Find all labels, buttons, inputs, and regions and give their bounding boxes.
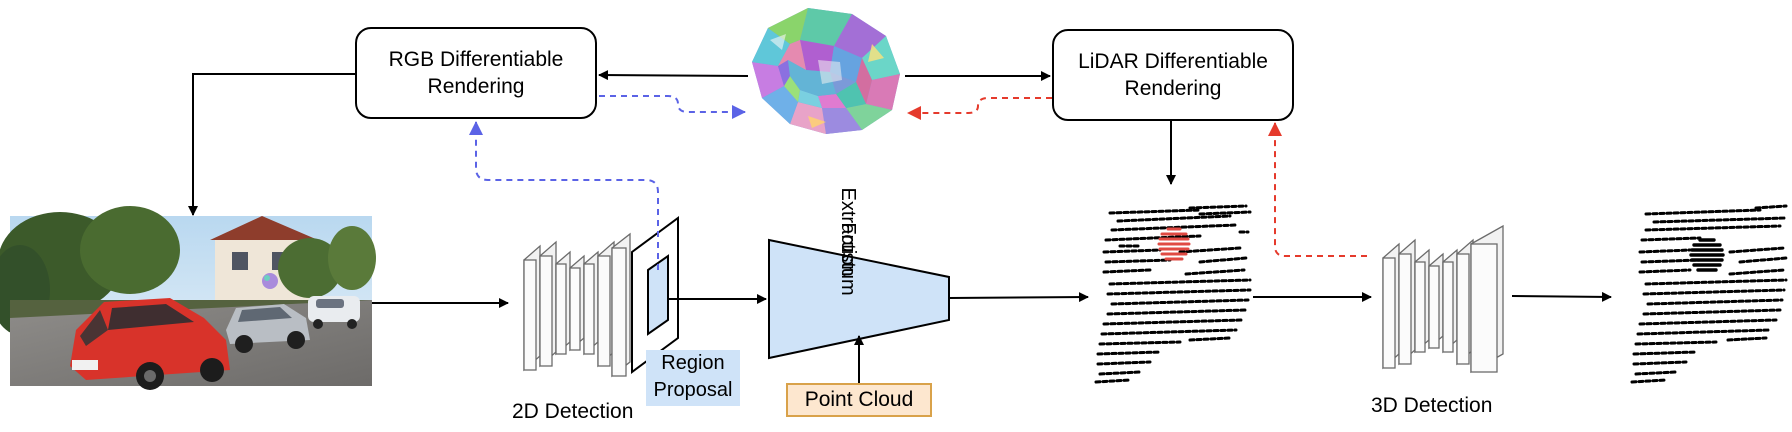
region-proposal-label: Region Proposal	[646, 350, 740, 406]
cnn-2d-icon	[523, 232, 631, 378]
arrow-3d-detector-to-output	[1511, 291, 1612, 302]
arrow-mesh-to-rgb	[598, 70, 749, 81]
gradient-arrow-lidar-to-mesh	[907, 97, 1052, 120]
gradient-arrow-proposal-to-rgb	[469, 121, 659, 270]
lidar-rendering-line2: Rendering	[1124, 77, 1222, 100]
rgb-rendering-line1: RGB Differentiable	[388, 48, 564, 71]
camera-scene-image	[0, 206, 376, 390]
point-cloud-box: Point Cloud	[786, 383, 932, 417]
arrow-frustum-to-scene	[948, 292, 1089, 303]
lidar-rendering-box: LiDAR Differentiable Rendering	[1052, 29, 1294, 121]
region-proposal-line2: Proposal	[653, 379, 733, 401]
arrow-rgb-to-image	[188, 73, 355, 216]
region-proposal-box	[647, 254, 669, 336]
lidar-detected-scene-icon	[1630, 204, 1788, 384]
rgb-rendering-line2: Rendering	[427, 75, 525, 98]
detection-2d-label: 2D Detection	[512, 400, 634, 423]
gradient-arrow-rgb-to-mesh	[599, 95, 746, 119]
cnn-3d-icon	[1382, 224, 1504, 374]
detection-3d-label: 3D Detection	[1371, 394, 1493, 417]
rgb-rendering-box: RGB Differentiable Rendering	[355, 27, 597, 119]
frustum-label-line1: Frustum	[837, 222, 859, 295]
gradient-arrow-3d-detector-to-lidar	[1268, 122, 1367, 257]
lidar-rendering-line1: LiDAR Differentiable	[1078, 50, 1268, 73]
adversarial-mesh-icon	[752, 8, 900, 134]
frustum-extraction-shape	[768, 238, 950, 360]
lidar-scene-icon	[1094, 204, 1252, 384]
region-proposal-line1: Region	[661, 352, 725, 374]
adversarial-object-points	[1157, 227, 1191, 261]
frustum-label-line2: Extraction	[837, 188, 859, 277]
